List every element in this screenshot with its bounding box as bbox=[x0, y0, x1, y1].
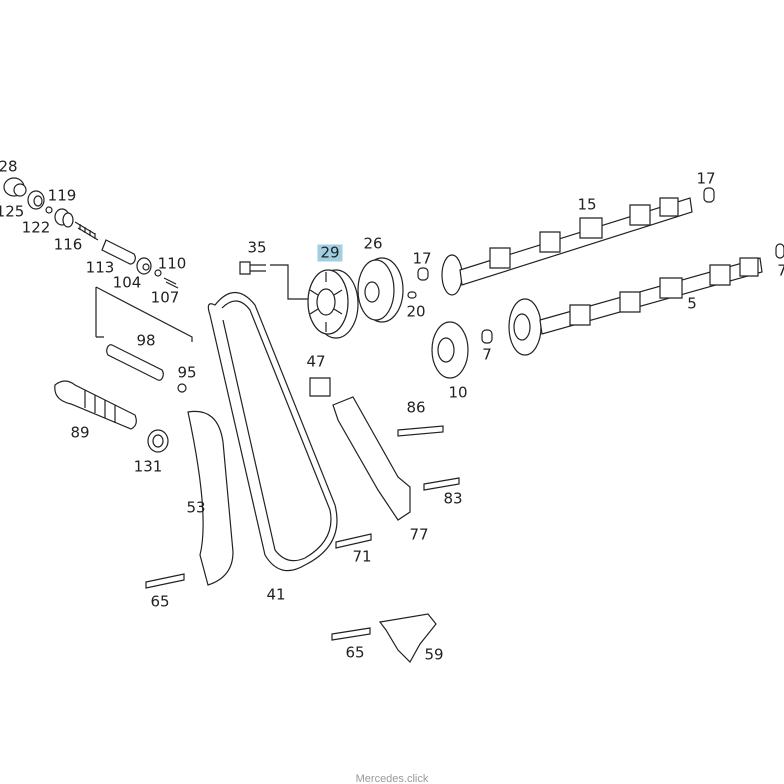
callout-71[interactable]: 71 bbox=[352, 547, 372, 566]
callout-53[interactable]: 53 bbox=[186, 498, 206, 517]
watermark: Mercedes.click bbox=[355, 773, 429, 784]
callout-7[interactable]: 7 bbox=[482, 345, 492, 364]
callout-131[interactable]: 131 bbox=[133, 457, 163, 476]
part-98 bbox=[106, 344, 187, 393]
callout-35[interactable]: 35 bbox=[247, 238, 267, 257]
callout-83[interactable]: 83 bbox=[443, 489, 463, 508]
callout-125[interactable]: 125 bbox=[0, 202, 25, 221]
callout-122[interactable]: 122 bbox=[21, 218, 51, 237]
part-10-gear bbox=[431, 321, 493, 379]
callout-95[interactable]: 95 bbox=[177, 363, 197, 382]
part-89 bbox=[54, 380, 169, 453]
part-35 bbox=[239, 261, 308, 300]
callout-20[interactable]: 20 bbox=[406, 302, 426, 321]
part-47-link bbox=[309, 377, 331, 397]
callout-47[interactable]: 47 bbox=[306, 352, 326, 371]
callout-116[interactable]: 116 bbox=[53, 235, 83, 254]
part-26-gear bbox=[357, 257, 404, 323]
callout-86[interactable]: 86 bbox=[406, 398, 426, 417]
callout-119[interactable]: 119 bbox=[47, 186, 77, 205]
callout-5[interactable]: 5 bbox=[687, 294, 697, 313]
part-15-camshaft bbox=[441, 187, 715, 296]
part-77-tensioner-rail bbox=[332, 396, 411, 521]
callout-77[interactable]: 77 bbox=[409, 525, 429, 544]
part-59-bracket bbox=[378, 613, 437, 663]
callout-7[interactable]: 7 bbox=[777, 261, 784, 280]
callout-15[interactable]: 15 bbox=[577, 195, 597, 214]
part-28-125 bbox=[3, 177, 179, 289]
callout-10[interactable]: 10 bbox=[448, 383, 468, 402]
bracket-98 bbox=[95, 286, 193, 342]
part-53-guide bbox=[187, 410, 234, 586]
part-41-chain bbox=[207, 291, 338, 572]
callout-59[interactable]: 59 bbox=[424, 645, 444, 664]
callout-107[interactable]: 107 bbox=[150, 288, 180, 307]
callout-65[interactable]: 65 bbox=[150, 592, 170, 611]
part-5-camshaft bbox=[508, 243, 784, 356]
callout-65[interactable]: 65 bbox=[345, 643, 365, 662]
callout-41[interactable]: 41 bbox=[266, 585, 286, 604]
callout-113[interactable]: 113 bbox=[85, 258, 115, 277]
callout-17[interactable]: 17 bbox=[696, 169, 716, 188]
part-20-pin bbox=[407, 291, 417, 299]
callout-110[interactable]: 110 bbox=[157, 254, 187, 273]
part-17-bush bbox=[417, 267, 429, 281]
part-65-pin-a bbox=[145, 573, 185, 589]
part-65-pin-b bbox=[331, 627, 371, 641]
callout-29-highlighted[interactable]: 29 bbox=[317, 244, 343, 262]
callout-104[interactable]: 104 bbox=[112, 273, 142, 292]
callout-98[interactable]: 98 bbox=[136, 331, 156, 350]
part-29-sprocket bbox=[307, 269, 359, 339]
callout-26[interactable]: 26 bbox=[363, 234, 383, 253]
callout-17[interactable]: 17 bbox=[412, 249, 432, 268]
part-83-pin bbox=[423, 477, 460, 491]
callout-28[interactable]: 28 bbox=[0, 157, 18, 176]
callout-89[interactable]: 89 bbox=[70, 423, 90, 442]
part-71-pin bbox=[335, 533, 372, 549]
part-86-pin bbox=[397, 425, 444, 437]
